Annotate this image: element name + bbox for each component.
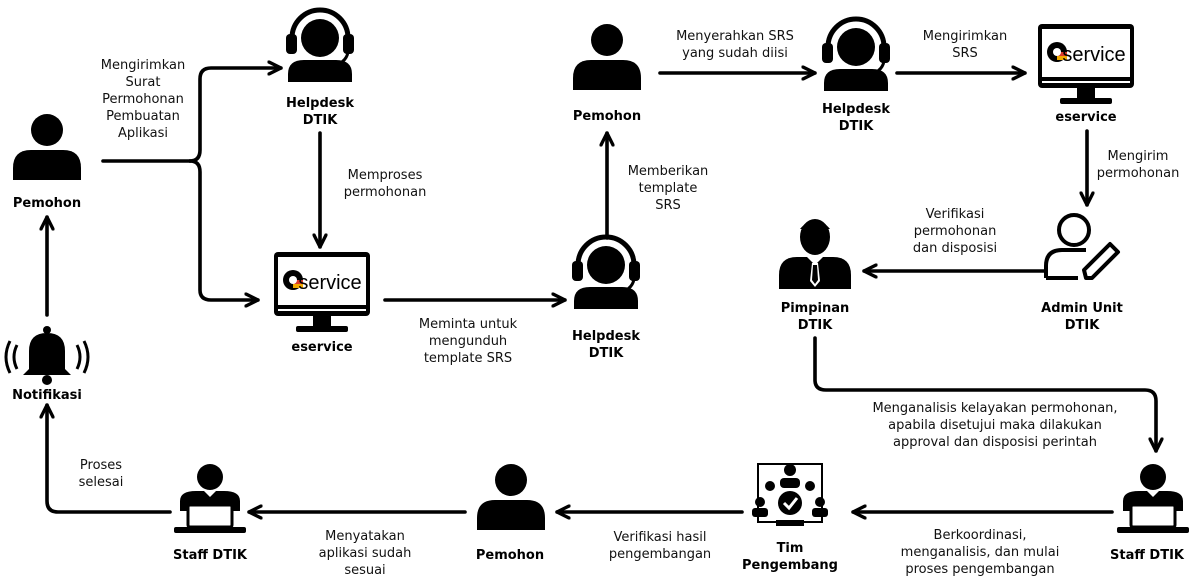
helpdesk-mid-icon [572,237,640,309]
node-pemohon-top: Pemohon [572,109,642,124]
arrow-split-to-eservice [188,159,260,300]
arrow-split-to-helpdesk [188,68,283,163]
notifikasi-bell-icon [4,324,90,387]
eservice-right-icon [1038,24,1134,104]
eservice-left-icon [274,252,370,332]
node-pemohon-bottom: Pemohon [475,548,545,563]
node-notifikasi: Notifikasi [12,388,82,403]
edge-label-menganalisis: Menganalisis kelayakan permohonan,apabil… [872,401,1118,450]
arrow-pimpinan-to-staff [813,336,1156,453]
node-eservice-left: eservice [291,340,353,355]
helpdesk-top-icon [286,10,354,82]
tim-pengembang-icon [750,462,830,528]
pemohon-bottom-icon [477,464,545,530]
node-staff-left: Staff DTIK [173,548,247,563]
staff-right-icon [1115,462,1190,535]
helpdesk-right-icon [822,19,890,91]
arrow-staff-to-notif [47,403,172,514]
staff-left-icon [172,462,248,535]
pimpinan-icon [779,219,851,289]
arrows [47,68,1156,512]
node-eservice-right: eservice [1055,110,1117,125]
pemohon-top-icon [573,24,641,90]
admin-unit-icon [1044,213,1120,280]
pemohon-left-icon [13,114,81,180]
node-pemohon-left: Pemohon [12,196,82,211]
node-staff-right: Staff DTIK [1110,548,1184,563]
